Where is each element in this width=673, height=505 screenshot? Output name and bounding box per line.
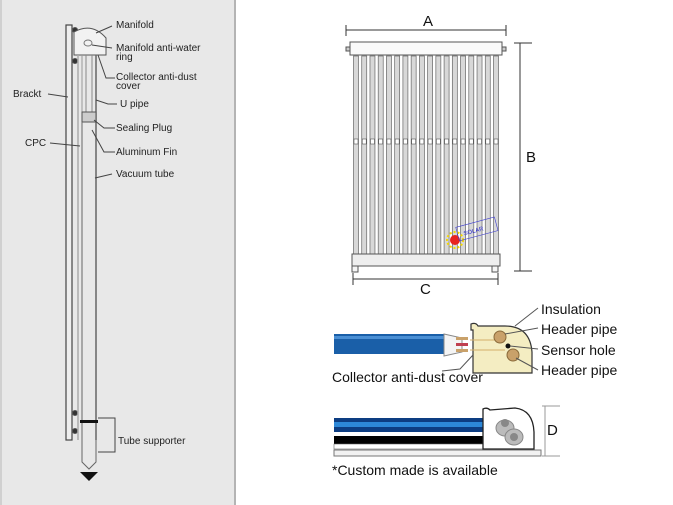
label-header-pipe-2: Header pipe [541, 362, 618, 378]
label-collector-anti-dust-cover-detail: Collector anti-dust cover [332, 369, 483, 385]
svg-text:SOLAR: SOLAR [463, 226, 485, 237]
label-manifold-anti-water-ring: Manifold anti-water ring [116, 43, 201, 63]
tube-clip [460, 138, 466, 145]
label-manifold: Manifold [116, 20, 154, 31]
rail-foot [491, 265, 499, 273]
label-sealing-plug: Sealing Plug [116, 123, 173, 134]
vacuum-tube [402, 55, 409, 255]
tube-clip [394, 138, 400, 145]
vacuum-tube [394, 55, 401, 255]
tube-clip [485, 138, 491, 145]
tube-clip [493, 138, 499, 145]
dimension-c: C [420, 281, 431, 298]
vacuum-tube [386, 55, 392, 255]
label-cpc: CPC [25, 138, 47, 149]
vacuum-tube [427, 55, 433, 255]
tube-clip [468, 138, 474, 145]
vacuum-tube [410, 55, 417, 255]
tube-clip [353, 138, 359, 145]
vacuum-tube [484, 55, 491, 255]
vacuum-tube [361, 55, 368, 255]
vacuum-tube [369, 55, 376, 255]
vacuum-tube [460, 55, 466, 255]
tube-clip [378, 138, 384, 145]
label-sensor-hole: Sensor hole [541, 342, 616, 358]
rail-foot [351, 265, 359, 273]
sun-logo-icon: SOLAR [446, 216, 499, 249]
tube-clip [419, 138, 425, 145]
tube-clip [452, 138, 458, 145]
vacuum-tube [419, 55, 425, 255]
vacuum-tube [435, 55, 442, 255]
tube-support-rail [351, 253, 501, 267]
tube-clip [386, 138, 392, 145]
label-u-pipe: U pipe [120, 99, 149, 110]
panel-edge [0, 0, 2, 505]
vacuum-tube [451, 55, 458, 255]
label-bracket: Brackt [13, 89, 42, 100]
vacuum-tube [77, 55, 98, 481]
tube-clip [477, 138, 482, 145]
tube-cross-section-panel [0, 0, 236, 505]
dimension-b: B [526, 149, 537, 166]
vacuum-tube [377, 55, 384, 255]
vacuum-tube [476, 55, 483, 255]
tube-clip [403, 138, 408, 145]
manifold [73, 27, 107, 56]
vacuum-tube [468, 55, 475, 255]
label-header-pipe-1: Header pipe [541, 321, 618, 337]
tube-clip [361, 138, 367, 145]
label-collector-anti-dust-cover: Collector anti-dust cover [116, 72, 197, 92]
label-insulation: Insulation [541, 301, 601, 317]
bracket [65, 24, 78, 441]
tube-clip [436, 138, 441, 145]
vacuum-tube [443, 55, 450, 255]
leader-lines-left [47, 25, 117, 453]
tube-clip [427, 138, 433, 145]
header-detail [334, 307, 539, 374]
vacuum-tube [353, 55, 359, 255]
tube-clip [411, 138, 416, 145]
label-vacuum-tube: Vacuum tube [116, 169, 175, 180]
custom-made-note: *Custom made is available [332, 462, 498, 478]
dimension-d: D [547, 422, 558, 439]
dimension-a: A [423, 13, 434, 30]
vacuum-tube [493, 55, 499, 255]
label-aluminum-fin: Aluminum Fin [116, 147, 178, 158]
collector-front-view [345, 25, 532, 285]
tube-clip [444, 138, 449, 145]
label-tube-supporter: Tube supporter [118, 436, 186, 447]
tube-clip [370, 138, 375, 145]
section-detail [333, 405, 560, 457]
